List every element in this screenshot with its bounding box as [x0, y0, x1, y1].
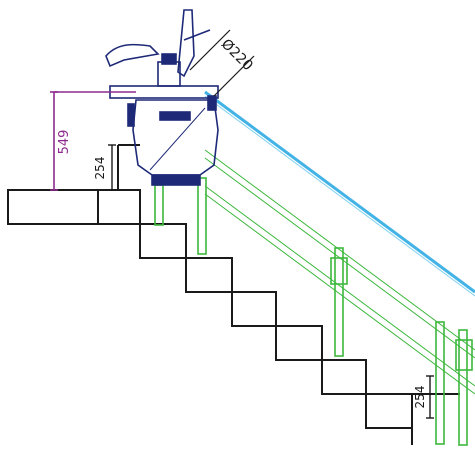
- support-post-1: [154, 184, 164, 226]
- backrest: [177, 9, 195, 78]
- chair-column-top: [161, 53, 177, 65]
- footrest-arm: [183, 29, 211, 41]
- dimension-step-rise-top: [108, 144, 116, 191]
- chair-side-block-right: [207, 95, 217, 111]
- chair-body-diagonal: [149, 107, 206, 171]
- support-clamp-5: [455, 339, 473, 371]
- support-post-5: [458, 329, 468, 446]
- support-post-2: [197, 177, 207, 255]
- stair-tread-lines: [140, 223, 413, 428]
- control-label: [159, 111, 191, 121]
- guide-rail-1: [204, 149, 475, 351]
- top-rail: [204, 90, 475, 294]
- step-rise-top-label: 254: [93, 157, 107, 180]
- rail-system: [204, 90, 475, 395]
- step-rise-bottom-label: 254: [413, 386, 427, 409]
- chair-column: [157, 61, 181, 87]
- stairlift-chair: [105, 9, 219, 186]
- dimension-platform-height: [50, 91, 136, 191]
- staircase: [7, 144, 460, 445]
- top-rail-inner: [204, 95, 475, 297]
- guide-rail-3: [204, 185, 475, 387]
- dimension-seat-diameter: [189, 29, 255, 97]
- diameter-leader-1: [189, 29, 231, 71]
- guide-rail-4: [204, 193, 475, 395]
- top-landing: [7, 189, 141, 225]
- stair-steps: [139, 224, 413, 445]
- support-clamp-3: [330, 257, 348, 285]
- diameter-leader-2: [213, 55, 255, 97]
- rail-supports: [154, 177, 473, 446]
- chair-base: [151, 174, 201, 186]
- platform-height-label: 549: [57, 130, 72, 155]
- support-post-3: [334, 247, 344, 357]
- armrest: [105, 43, 160, 68]
- chair-side-block-left: [127, 103, 135, 127]
- support-post-4: [435, 321, 445, 445]
- seat-diameter-label: Ø220: [218, 36, 256, 74]
- dimension-step-rise-bottom: [426, 375, 434, 419]
